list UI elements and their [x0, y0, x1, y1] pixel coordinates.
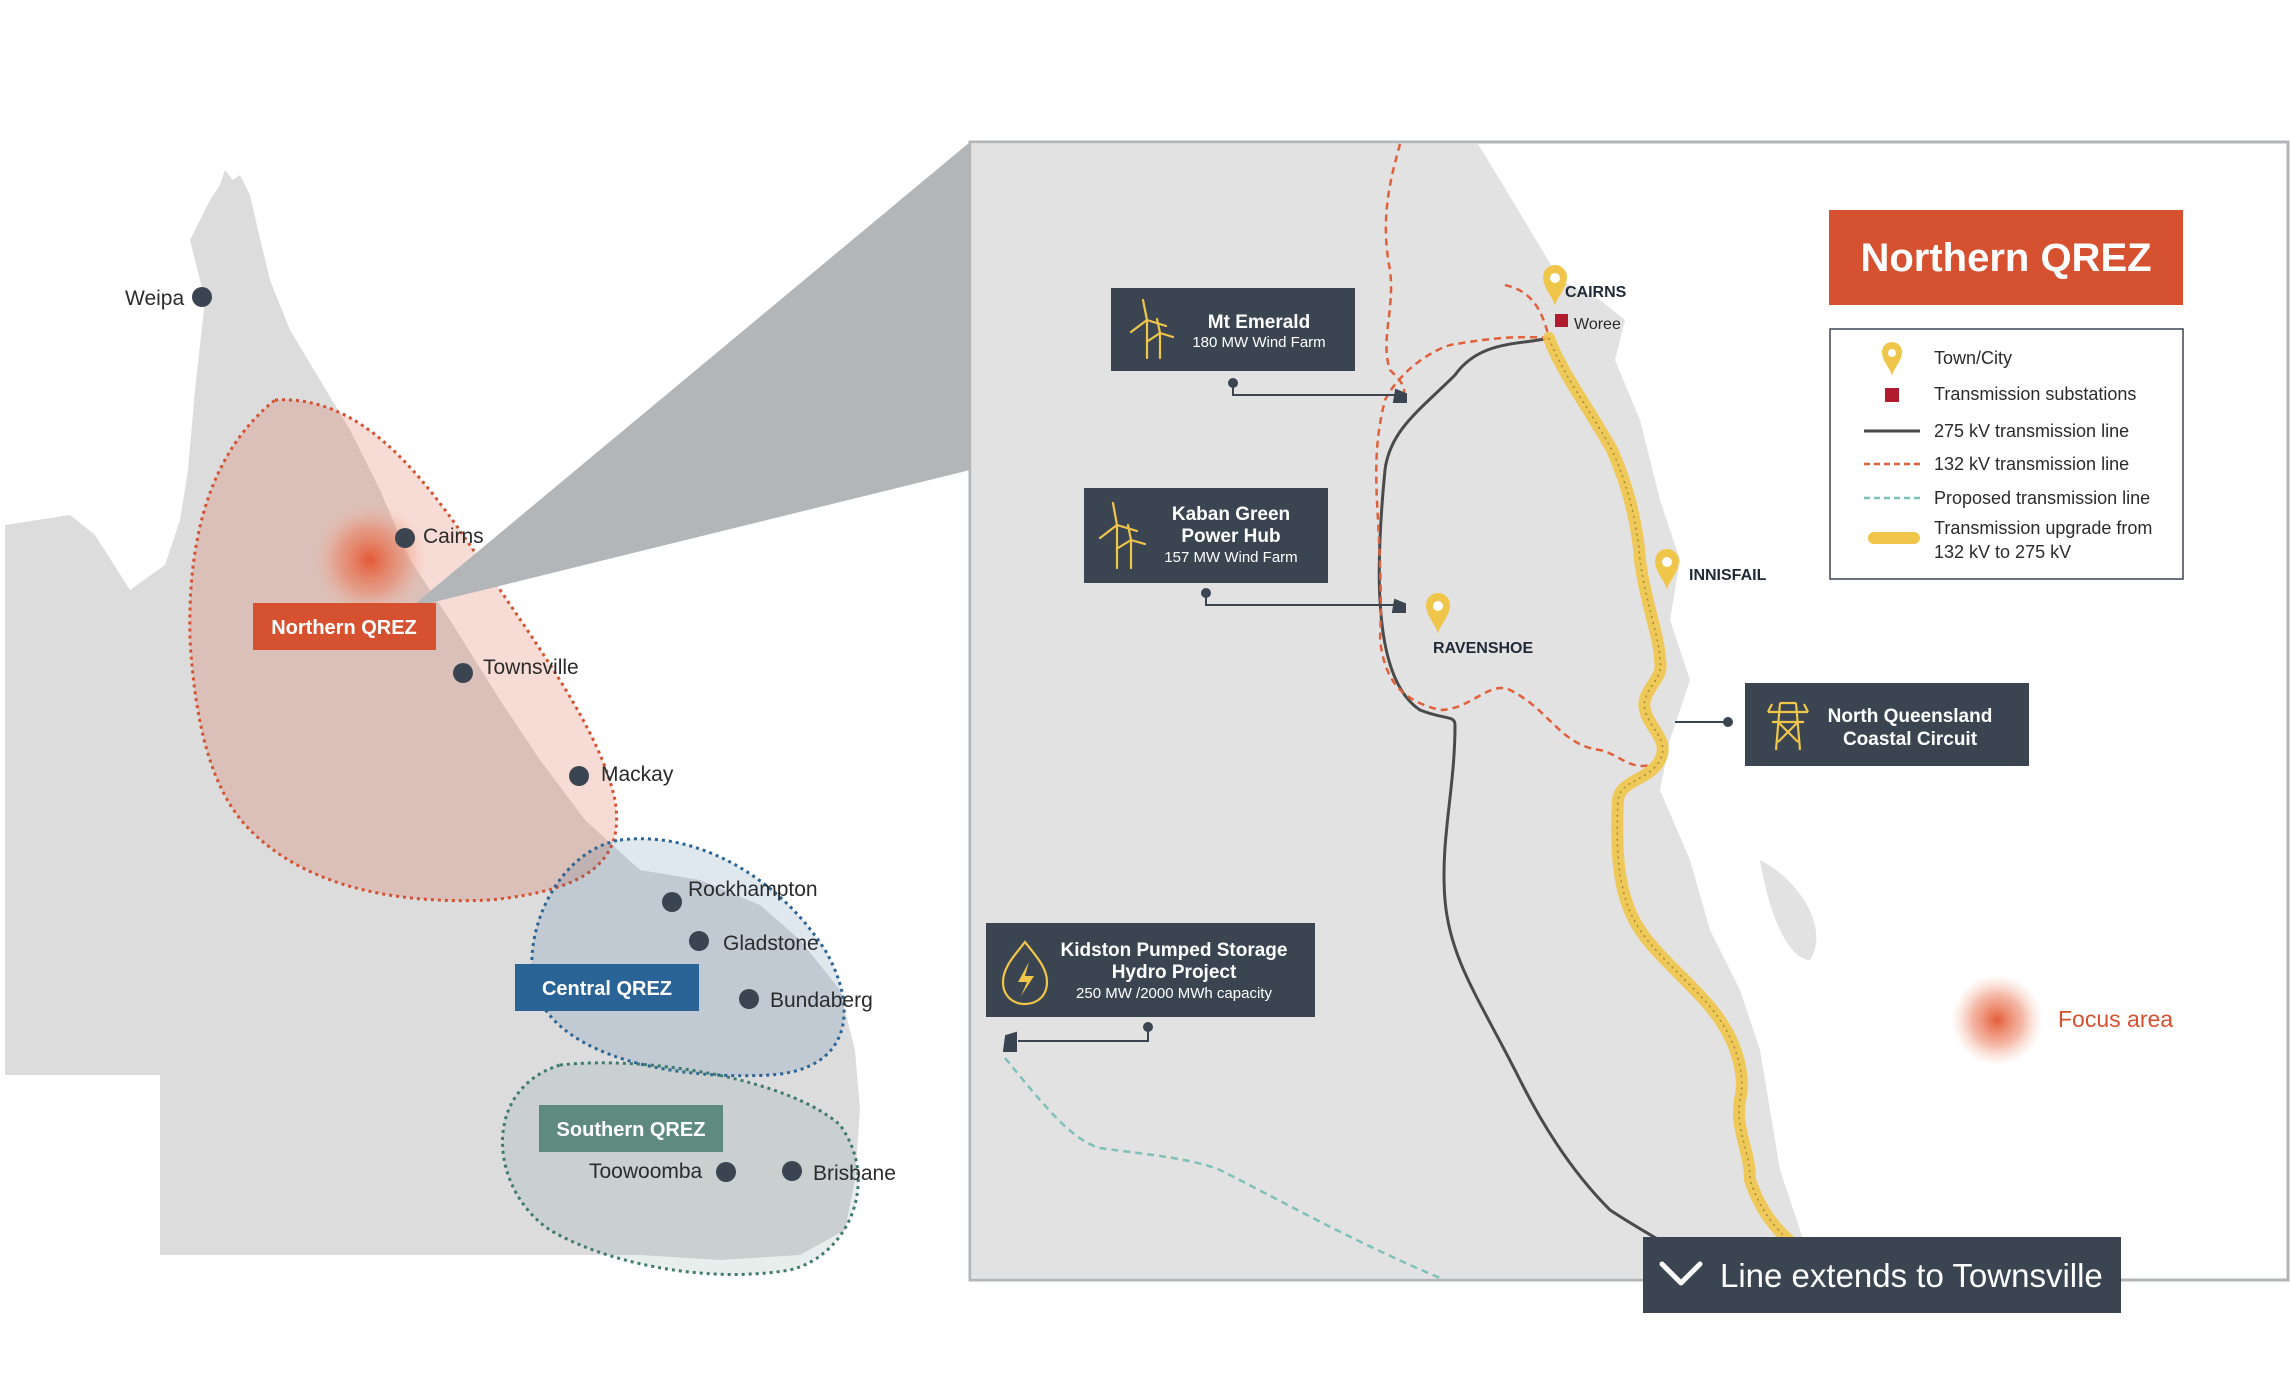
line-extends-label: Line extends to Townsville — [1720, 1257, 2103, 1294]
town-dot-brisbane — [782, 1161, 802, 1181]
town-dot-gladstone — [689, 931, 709, 951]
town-dot-toowoomba — [716, 1162, 736, 1182]
central-qrez-badge-label: Central QREZ — [542, 978, 672, 1000]
project-mt-emerald: Mt Emerald 180 MW Wind Farm — [1111, 288, 1355, 371]
line-proposed — [1004, 1057, 1441, 1280]
hydro-drop-icon — [1001, 940, 1049, 1006]
transmission-tower-icon — [1767, 701, 1809, 751]
town-label-bundaberg: Bundaberg — [770, 989, 873, 1012]
southern-qrez-badge-label: Southern QREZ — [557, 1119, 706, 1141]
town-label-weipa: Weipa — [125, 287, 184, 310]
place-label-innisfail: INNISFAIL — [1689, 567, 1767, 584]
northern-qrez-badge-label: Northern QREZ — [271, 617, 417, 639]
town-label-toowoomba: Toowoomba — [589, 1160, 703, 1183]
inset-callout-wedge — [410, 142, 970, 608]
legend-label-town: Town/City — [1934, 348, 2012, 368]
place-woree: Woree — [1555, 314, 1621, 333]
town-dot-townsville — [453, 663, 473, 683]
inset-island — [1760, 860, 1817, 960]
town-label-cairns: Cairns — [423, 525, 484, 548]
inset-map: CAIRNS Woree INNISFAIL RAVENSHOE — [968, 140, 2290, 1313]
map-pin-icon — [1882, 342, 1902, 377]
mt-emerald-subtitle: 180 MW Wind Farm — [1192, 334, 1325, 351]
town-dot-bundaberg — [739, 989, 759, 1009]
legend-item-132kv: 132 kV transmission line — [1864, 454, 2129, 474]
kaban-subtitle: 157 MW Wind Farm — [1164, 549, 1297, 566]
kaban-title-line2: Power Hub — [1181, 526, 1280, 547]
kidston-subtitle: 250 MW /2000 MWh capacity — [1076, 985, 1272, 1002]
town-dot-rockhampton — [662, 892, 682, 912]
inset-title: Northern QREZ — [1860, 236, 2151, 280]
place-cairns: CAIRNS — [1543, 265, 1627, 307]
central-qrez-zone — [530, 837, 846, 1078]
project-nqcc: North Queensland Coastal Circuit — [1745, 683, 2029, 766]
chevron-down-icon — [1659, 1261, 1703, 1286]
line-upgrade-core — [1548, 337, 1816, 1279]
northern-qrez-badge: Northern QREZ — [253, 603, 436, 650]
project-kidston: Kidston Pumped Storage Hydro Project 250… — [986, 923, 1315, 1017]
substation-square-icon — [1885, 388, 1899, 402]
nqcc-title-line1: North Queensland — [1828, 706, 1993, 727]
wind-turbine-icon — [1098, 501, 1147, 570]
legend-item-275kv: 275 kV transmission line — [1864, 421, 2129, 441]
overview-towns: Weipa Cairns Townsville Mackay Rockhampt… — [125, 287, 896, 1185]
focus-area-label: Focus area — [2058, 1006, 2173, 1032]
northern-focus-area — [312, 502, 428, 618]
kidston-title-line1: Kidston Pumped Storage — [1061, 940, 1288, 961]
line-132kv-cairns — [1504, 283, 1551, 339]
place-label-cairns: CAIRNS — [1565, 284, 1627, 301]
line-132kv-loop — [1375, 335, 1651, 768]
mt-emerald-title: Mt Emerald — [1208, 312, 1310, 333]
line-275kv — [1377, 336, 1691, 1262]
town-label-brisbane: Brisbane — [813, 1162, 896, 1185]
nqcc-title-line2: Coastal Circuit — [1843, 729, 1978, 750]
project-connectors — [1002, 378, 1733, 1052]
focus-area-key: Focus area — [1951, 974, 2173, 1066]
place-innisfail: INNISFAIL — [1655, 549, 1767, 591]
town-dot-mackay — [569, 766, 589, 786]
legend-item-substation: Transmission substations — [1885, 384, 2136, 404]
legend-label-132kv: 132 kV transmission line — [1934, 454, 2129, 474]
town-label-rockhampton: Rockhampton — [688, 878, 818, 901]
legend-item-upgrade: Transmission upgrade from 132 kV to 275 … — [1868, 518, 2152, 562]
map-pin-icon — [1655, 549, 1679, 591]
legend-label-upgrade-line2: 132 kV to 275 kV — [1934, 542, 2071, 562]
town-label-townsville: Townsville — [483, 656, 579, 679]
wind-turbine-icon — [1129, 298, 1175, 360]
town-dot-weipa — [192, 287, 212, 307]
legend: Town/City Transmission substations 275 k… — [1829, 328, 2184, 580]
northern-qrez-zone — [188, 398, 619, 903]
kaban-title-line1: Kaban Green — [1172, 504, 1290, 525]
place-label-ravenshoe: RAVENSHOE — [1433, 640, 1533, 657]
legend-label-substation: Transmission substations — [1934, 384, 2136, 404]
inset-title-box: Northern QREZ — [1829, 210, 2183, 305]
map-pin-icon — [1543, 265, 1567, 307]
line-extends-banner: Line extends to Townsville — [1643, 1237, 2121, 1313]
central-qrez-badge: Central QREZ — [515, 964, 699, 1011]
place-label-woree: Woree — [1574, 316, 1621, 333]
town-dot-cairns — [395, 528, 415, 548]
legend-label-proposed: Proposed transmission line — [1934, 488, 2150, 508]
legend-item-proposed: Proposed transmission line — [1864, 488, 2150, 508]
town-label-gladstone: Gladstone — [723, 932, 819, 955]
legend-label-275kv: 275 kV transmission line — [1934, 421, 2129, 441]
overview-map: Weipa Cairns Townsville Mackay Rockhampt… — [5, 142, 970, 1276]
town-label-mackay: Mackay — [601, 763, 674, 786]
place-ravenshoe: RAVENSHOE — [1426, 593, 1533, 657]
legend-label-upgrade-line1: Transmission upgrade from — [1934, 518, 2152, 538]
project-kaban: Kaban Green Power Hub 157 MW Wind Farm — [1084, 488, 1328, 583]
southern-qrez-badge: Southern QREZ — [539, 1105, 723, 1152]
substation-square-icon — [1555, 314, 1568, 327]
map-pin-icon — [1426, 593, 1450, 635]
focus-area-swatch — [1951, 974, 2043, 1066]
legend-item-town: Town/City — [1882, 342, 2012, 377]
kidston-title-line2: Hydro Project — [1112, 962, 1237, 983]
